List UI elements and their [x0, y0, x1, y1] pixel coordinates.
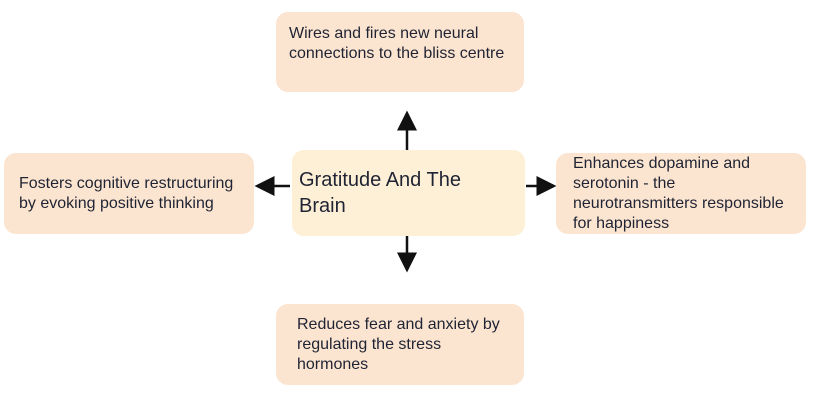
left-node: Fosters cognitive restructuring by evoki…	[4, 153, 254, 234]
right-node: Enhances dopamine and serotonin - the ne…	[556, 153, 806, 234]
top-node-label: Wires and fires new neural connections t…	[289, 25, 505, 62]
bottom-node-label: Reduces fear and anxiety by regulating t…	[297, 315, 500, 373]
left-node-label: Fosters cognitive restructuring by evoki…	[19, 174, 234, 212]
center-node-label: Gratitude And The Brain	[299, 169, 461, 217]
right-node-label: Enhances dopamine and serotonin - the ne…	[573, 154, 784, 232]
bottom-node: Reduces fear and anxiety by regulating t…	[276, 304, 524, 385]
center-node: Gratitude And The Brain	[292, 150, 525, 236]
top-node: Wires and fires new neural connections t…	[276, 12, 524, 92]
